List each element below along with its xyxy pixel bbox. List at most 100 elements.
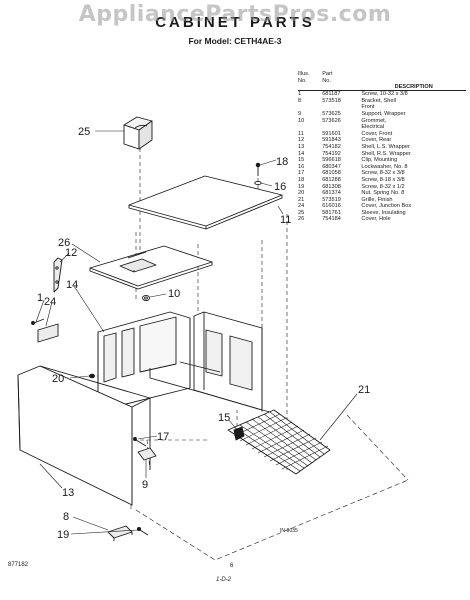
callout-14: 14 [66, 279, 78, 291]
part-number: 681187 [322, 91, 341, 98]
part-description: Nut, Spring No. 8 [361, 190, 405, 197]
part-illus-number: 14 [298, 150, 305, 157]
part-number: 573626 [322, 117, 341, 124]
callout-21: 21 [358, 384, 370, 396]
callout-19: 19 [57, 529, 69, 541]
callout-8: 8 [63, 511, 69, 523]
callout-16: 16 [274, 181, 286, 193]
page-title: CABINET PARTS [155, 14, 315, 31]
header-part-line2: No. [322, 77, 331, 84]
parts-table-row: 14 754192 Shell, R.S. Wrapper [298, 151, 466, 158]
junction-box-cover [37, 323, 59, 343]
screw-19 [136, 526, 149, 536]
callout-18: 18 [276, 156, 288, 168]
left-side-wrapper-shell [17, 365, 151, 506]
callout-9: 9 [142, 479, 148, 491]
part-illus-number: 16 [298, 163, 305, 170]
document-code: 877182 [8, 562, 29, 568]
callout-labels: 25 18 16 11 26 12 14 10 1 24 20 21 15 17… [37, 126, 370, 541]
part-number: 581761 [322, 209, 341, 216]
parts-table-row: 9 573625 Support, Wrapper [298, 111, 466, 118]
callout-20: 20 [52, 373, 64, 385]
wrapper-support [137, 447, 157, 461]
part-illus-number: 26 [298, 216, 305, 223]
callout-24: 24 [44, 296, 56, 308]
parts-table-row: 15 596618 Clip, Mounting [298, 157, 466, 164]
part-illus-number: 15 [298, 157, 305, 164]
part-illus-number: 25 [298, 209, 305, 216]
part-number: 573518 [322, 97, 341, 104]
part-number: 591601 [322, 130, 341, 137]
part-illus-number: 10 [298, 117, 305, 124]
parts-table-row: 16 680347 Lockwasher, No. 8 [298, 164, 466, 171]
part-description: Screw, 10-32 x 3/8 [361, 91, 408, 98]
hole-cover [53, 257, 63, 293]
header-part-line1: Part [322, 71, 333, 77]
insulating-sleeve [123, 116, 153, 150]
screw-1 [31, 318, 45, 325]
part-description: Clip, Mounting [361, 157, 398, 164]
parts-table-row: Front [298, 104, 466, 111]
parts-table-row: 24 616016 Cover, Junction Box [298, 203, 466, 210]
callout-12: 12 [65, 247, 77, 259]
part-illus-number: 18 [298, 176, 305, 183]
part-description: Shell, L.S. Wrapper [361, 143, 410, 150]
part-number: 680347 [322, 163, 341, 170]
model-subtitle: For Model: CETH4AE-3 [188, 36, 282, 46]
part-number: 754192 [322, 150, 341, 157]
part-number: 573625 [322, 110, 341, 117]
grommet [142, 294, 150, 302]
part-description: Cover, Junction Box [361, 203, 412, 210]
right-side-wrapper-shell [97, 311, 191, 407]
part-description: Sleeve, Insulating [361, 209, 406, 216]
part-number: 616016 [322, 203, 341, 210]
parts-table-row: 10 573626 Grommet, [298, 118, 466, 125]
part-number: 754184 [322, 216, 341, 223]
rear-wrapper-panel [193, 311, 263, 411]
parts-table-row: 18 681288 Screw, 8-18 x 3/8 [298, 177, 466, 184]
callout-15: 15 [218, 412, 230, 424]
part-description: Support, Wrapper [361, 110, 406, 117]
header-illus-line2: No. [298, 77, 307, 84]
part-number: 681308 [322, 183, 341, 190]
part-number: 754182 [322, 143, 341, 150]
header-illus-line1: Illus. [298, 71, 310, 77]
watermark: AppliancePartsPros.com [78, 2, 392, 27]
part-description: Screw, 8-18 x 3/8 [361, 176, 405, 183]
drawing-reference-code: IN-9035 [280, 528, 298, 534]
part-illus-number: 11 [298, 130, 304, 137]
part-illus-number: 9 [298, 110, 302, 117]
parts-table-row: 26 754184 Cover, Hole [298, 216, 466, 223]
part-illus-number: 24 [298, 203, 305, 210]
part-description: Grille, Finish [361, 196, 393, 203]
part-illus-number: 20 [298, 190, 305, 197]
part-description: Grommet, [361, 117, 387, 124]
shell-front-bracket [107, 525, 133, 541]
part-description: Lockwasher, No. 8 [361, 163, 408, 170]
leader-lines [35, 130, 358, 535]
callout-13: 13 [62, 487, 74, 499]
part-description: Bracket, Shell [361, 97, 396, 104]
callout-25: 25 [78, 126, 90, 138]
callout-17: 17 [157, 431, 169, 443]
header-description: DESCRIPTION [394, 83, 433, 90]
callout-11: 11 [280, 214, 291, 226]
rear-cover [89, 245, 213, 290]
floor-outline [135, 414, 409, 561]
spring-nut [88, 373, 96, 379]
part-number: 596618 [322, 157, 341, 164]
part-description: Shell, R.S. Wrapper [361, 150, 411, 157]
front-cover [128, 175, 283, 230]
part-description: Cover, Hole [361, 216, 391, 223]
part-number: 573519 [322, 196, 341, 203]
part-description: Front [361, 104, 375, 111]
part-description: Electrical [361, 124, 385, 131]
part-number: 681288 [322, 176, 341, 183]
